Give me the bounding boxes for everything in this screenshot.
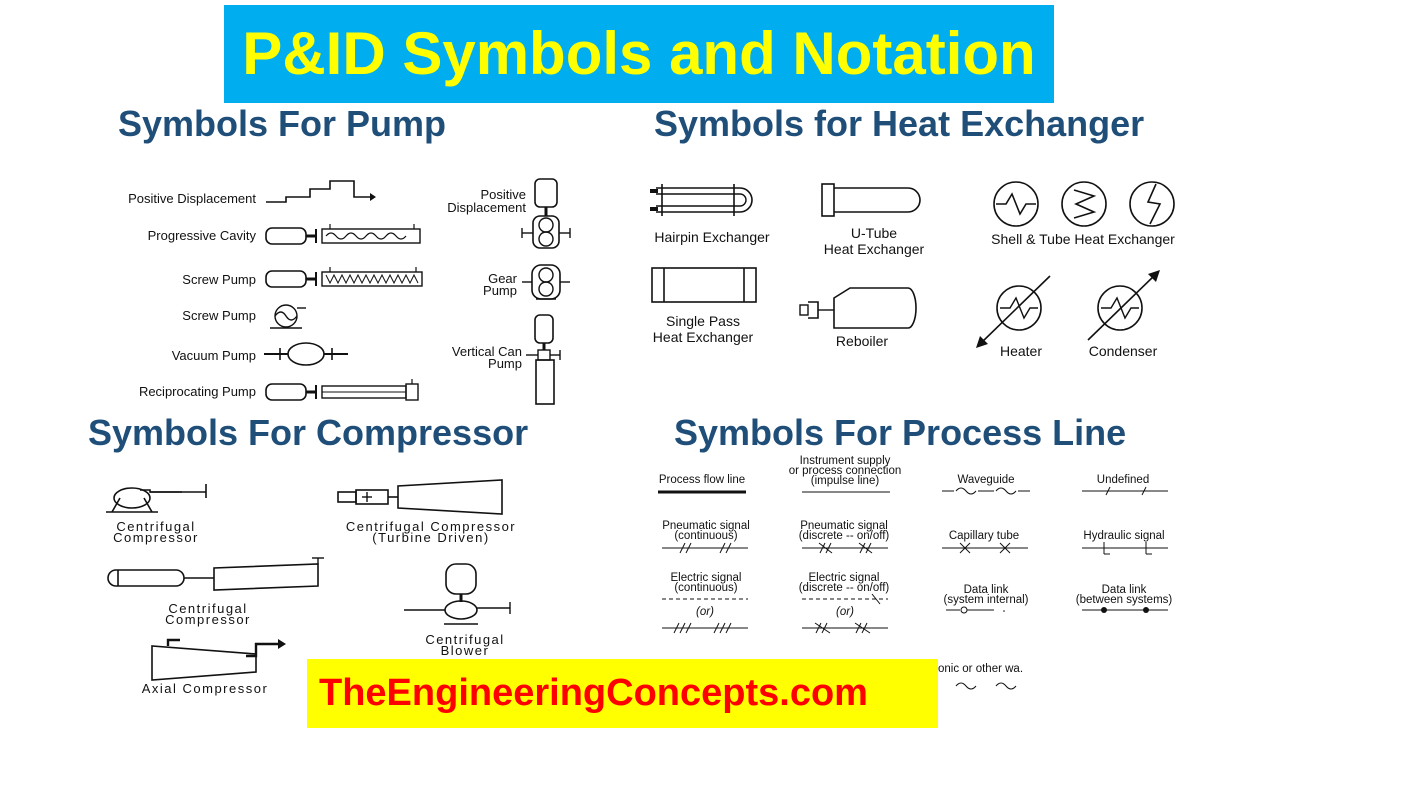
label-instrument-3: (impulse line)	[810, 475, 880, 487]
label-hydraulic: Hydraulic signal	[1083, 530, 1165, 542]
title-banner: P&ID Symbols and Notation	[224, 5, 1054, 103]
hydraulic-signal-line-symbol	[1082, 542, 1168, 555]
label-single-pass-2: Heat Exchanger	[652, 329, 754, 345]
label-instrument-2: or process connection	[788, 465, 902, 477]
data-link-internal-symbol	[946, 606, 1005, 614]
label-electric-cont-2: (continuous)	[674, 582, 738, 594]
centrifugal-compressor-symbol-2	[107, 557, 324, 591]
label-axial: Axial Compressor	[141, 681, 269, 696]
label-heater: Heater	[999, 343, 1043, 359]
centrifugal-compressor-symbol-1	[106, 484, 207, 513]
label-vertical-can-1: Vertical Can	[451, 344, 522, 359]
label-gear-1: Gear	[488, 271, 517, 286]
label-data-between-2: (between systems)	[1075, 594, 1173, 606]
waveguide-line-symbol	[942, 487, 1030, 495]
page-title: P&ID Symbols and Notation	[242, 20, 1036, 87]
screw-pump-symbol	[270, 304, 306, 329]
positive-displacement-vertical-pump-symbol	[521, 178, 571, 249]
site-name: TheEngineeringConcepts.com	[319, 672, 868, 714]
progressive-cavity-pump-symbol	[265, 224, 421, 245]
label-positive-displacement: Positive Displacement	[128, 191, 256, 206]
electric-continuous-line-symbol	[662, 622, 748, 634]
label-screw-pump-2: Screw Pump	[182, 308, 256, 323]
label-undefined: Undefined	[1096, 474, 1150, 486]
label-data-internal-1: Data link	[963, 584, 1009, 596]
gear-pump-symbol	[522, 264, 570, 300]
reboiler-symbol	[799, 287, 917, 329]
axial-compressor-symbol	[151, 638, 286, 681]
label-reboiler: Reboiler	[835, 333, 889, 349]
label-pneumatic-disc-2: (discrete -- on/off)	[798, 530, 890, 542]
electric-continuous-dashed-line	[662, 598, 748, 600]
label-turbine-a: Centrifugal Compressor	[345, 519, 517, 534]
electric-discrete-line-symbol	[802, 622, 888, 634]
electric-discrete-dashed-line	[802, 593, 888, 605]
label-pd-right-1: Positive	[480, 187, 526, 202]
turbine-driven-compressor-symbol	[337, 479, 503, 515]
label-or-2: (or)	[836, 606, 854, 618]
electromagnetic-line-symbol	[955, 682, 1017, 690]
label-turbine-b: (Turbine Driven)	[372, 530, 490, 545]
pump-heading: Symbols For Pump	[118, 103, 447, 144]
label-vacuum-pump: Vacuum Pump	[171, 348, 256, 363]
label-data-internal-2: (system internal)	[943, 594, 1029, 606]
label-shell-tube: Shell & Tube Heat Exchanger	[991, 231, 1175, 247]
label-data-between-1: Data link	[1101, 584, 1147, 596]
label-utube-1: U-Tube	[850, 225, 898, 241]
compressor-heading: Symbols For Compressor	[88, 412, 529, 453]
label-utube-2: Heat Exchanger	[823, 241, 925, 257]
label-electric-disc-2: (discrete -- on/off)	[798, 582, 890, 594]
process-flow-line-symbol	[658, 490, 746, 494]
label-reciprocating-pump: Reciprocating Pump	[138, 384, 256, 399]
label-electric-cont-1: Electric signal	[670, 572, 742, 584]
vertical-can-pump-symbol	[526, 314, 561, 405]
label-centrifugal-2a: Centrifugal	[168, 601, 248, 616]
footer-banner: TheEngineeringConcepts.com	[307, 659, 938, 728]
pneumatic-continuous-line-symbol	[662, 542, 748, 554]
vacuum-pump-symbol	[264, 342, 348, 366]
label-capillary: Capillary tube	[948, 530, 1020, 542]
label-or-1: (or)	[696, 606, 714, 618]
capillary-tube-line-symbol	[942, 542, 1028, 554]
label-process-flow: Process flow line	[658, 474, 746, 486]
heater-condenser-symbols	[976, 270, 1160, 348]
label-gear-2: Pump	[483, 283, 517, 298]
label-centrifugal-2b: Compressor	[165, 612, 251, 627]
label-single-pass-1: Single Pass	[666, 313, 740, 329]
label-hairpin: Hairpin Exchanger	[654, 229, 770, 245]
label-partial-text: onic or other wa.	[938, 663, 1024, 675]
label-waveguide: Waveguide	[957, 474, 1015, 486]
hairpin-exchanger-symbol	[650, 184, 753, 216]
reciprocating-pump-symbol	[265, 379, 419, 401]
heat-exchanger-heading: Symbols for Heat Exchanger	[654, 103, 1145, 144]
label-vertical-can-2: Pump	[488, 356, 522, 371]
label-instrument-1: Instrument supply	[799, 455, 891, 467]
undefined-line-symbol	[1082, 486, 1168, 496]
pneumatic-discrete-line-symbol	[802, 542, 888, 554]
shell-tube-exchanger-symbols	[993, 181, 1175, 227]
label-pd-right-2: Displacement	[447, 200, 526, 215]
label-centrifugal-1b: Compressor	[113, 530, 199, 545]
centrifugal-blower-symbol	[404, 563, 511, 625]
label-condenser: Condenser	[1088, 343, 1158, 359]
label-electric-disc-1: Electric signal	[808, 572, 880, 584]
process-line-heading: Symbols For Process Line	[674, 412, 1127, 453]
label-pneumatic-disc-1: Pneumatic signal	[800, 520, 888, 532]
data-link-between-symbol	[1082, 607, 1168, 613]
label-screw-pump-1: Screw Pump	[182, 272, 256, 287]
screw-pump-horizontal-symbol	[265, 267, 423, 288]
instrument-supply-line-symbol	[802, 491, 890, 493]
label-progressive-cavity: Progressive Cavity	[147, 228, 256, 243]
positive-displacement-pump-symbol	[266, 180, 376, 203]
utube-exchanger-symbol	[821, 183, 921, 217]
label-pneumatic-cont-2: (continuous)	[674, 530, 738, 542]
label-centrifugal-1a: Centrifugal	[116, 519, 196, 534]
label-pneumatic-cont-1: Pneumatic signal	[662, 520, 750, 532]
label-blower-b: Blower	[440, 643, 490, 658]
label-blower-a: Centrifugal	[425, 632, 505, 647]
single-pass-exchanger-symbol	[651, 267, 757, 303]
